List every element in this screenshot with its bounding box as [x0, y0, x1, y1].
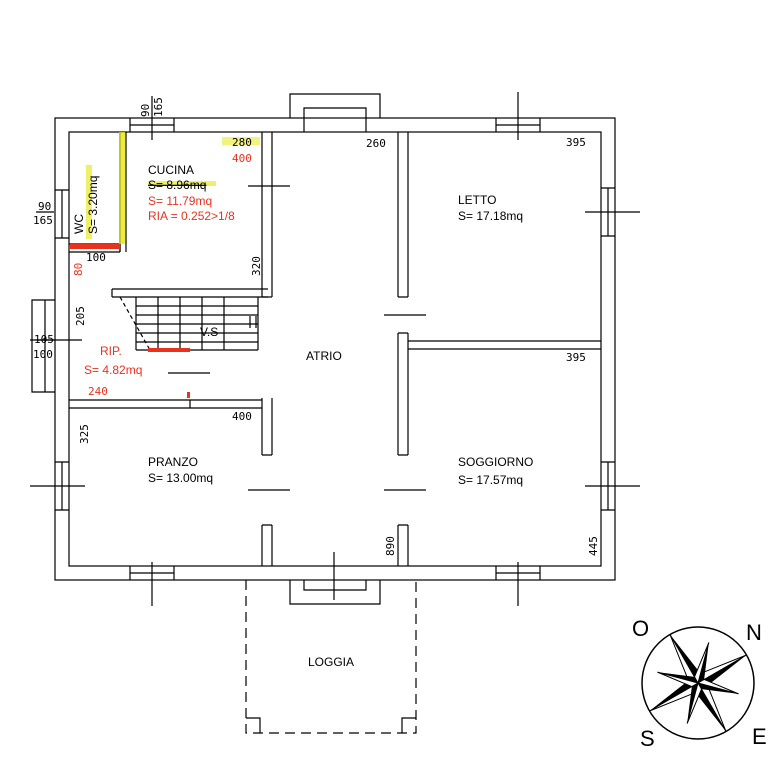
compass-west: O — [632, 616, 649, 641]
label-atrio: ATRIO — [306, 349, 342, 363]
red-wall-stair — [148, 348, 190, 352]
dim-atrio-height: 890 — [384, 536, 397, 556]
wall-pranzo-right-bottom — [261, 524, 273, 566]
dim-soggiorno-width: 395 — [566, 351, 586, 364]
stairs — [119, 296, 259, 351]
dim-wc-depth: 80 — [72, 263, 85, 276]
compass-east: E — [752, 724, 767, 749]
compass-south: S — [640, 726, 655, 751]
kitchen-area-highlight — [148, 181, 216, 186]
axis-lines — [30, 92, 640, 606]
dim-rip-height: 205 — [74, 306, 87, 326]
compass-rose — [641, 626, 755, 740]
dim-wc-width: 100 — [86, 251, 106, 264]
label-cucina-area: S= 11.79mq — [148, 194, 212, 208]
dim-pranzo-height: 325 — [78, 424, 91, 444]
label-rip: RIP. — [100, 344, 122, 358]
dim-left-door-b: 100 — [33, 348, 53, 361]
top-bump — [289, 93, 381, 132]
label-pranzo-area: S= 13.00mq — [148, 471, 213, 485]
dim-atrio-width: 260 — [366, 137, 386, 150]
label-cucina-old-area: S= 8.96mq — [148, 178, 206, 192]
wall-soggiorno-left-bottom — [397, 524, 409, 566]
dim-rip-width: 240 — [88, 385, 108, 398]
red-wall-wc — [70, 244, 120, 249]
wall-pranzo-top-a — [69, 399, 191, 409]
kitchen-wall-highlight — [119, 132, 125, 244]
outer-wall-outer — [54, 117, 616, 581]
label-loggia: LOGGIA — [308, 655, 354, 669]
label-rip-area: S= 4.82mq — [84, 363, 142, 377]
dim-kitchen-new-width: 400 — [232, 152, 252, 165]
wall-letto-soggiorno — [408, 340, 601, 350]
wc-area-highlight — [86, 165, 92, 239]
bottom-bump — [289, 580, 381, 605]
wall-pranzo-right-top — [261, 398, 273, 456]
dim-top-window-b: 165 — [152, 97, 165, 117]
dim-left-window-a: 90 — [38, 200, 51, 213]
label-cucina: CUCINA — [148, 163, 194, 177]
dim-soggiorno-height: 445 — [587, 536, 600, 556]
left-bump — [31, 299, 55, 393]
wall-kitchen-right — [261, 132, 273, 297]
dim-letto-width: 395 — [566, 136, 586, 149]
dim-top-window-a: 90 — [139, 104, 152, 117]
label-wc: WC — [72, 214, 86, 234]
label-vs: V.S — [200, 325, 218, 339]
wall-letto-left — [397, 132, 409, 298]
label-letto: LETTO — [458, 193, 496, 207]
wall-soggiorno-left-top — [397, 332, 409, 456]
kitchen-dim-highlight — [222, 137, 260, 145]
dim-kitchen-old-width: 280 — [232, 136, 252, 149]
dim-left-window-b: 165 — [33, 214, 53, 227]
dim-kitchen-height: 320 — [250, 256, 263, 276]
label-wc-area: S= 3.20mq — [86, 176, 100, 234]
dim-pranzo-width: 400 — [232, 410, 252, 423]
label-soggiorno-area: S= 17.57mq — [458, 473, 523, 487]
compass-north: N — [746, 620, 762, 645]
label-cucina-ria: RIA = 0.252>1/8 — [148, 209, 235, 223]
label-soggiorno: SOGGIORNO — [458, 455, 533, 469]
label-pranzo: PRANZO — [148, 455, 198, 469]
label-letto-area: S= 17.18mq — [458, 209, 523, 223]
dim-left-door-a: 105 — [34, 333, 54, 346]
wall-stair-top — [111, 288, 268, 298]
